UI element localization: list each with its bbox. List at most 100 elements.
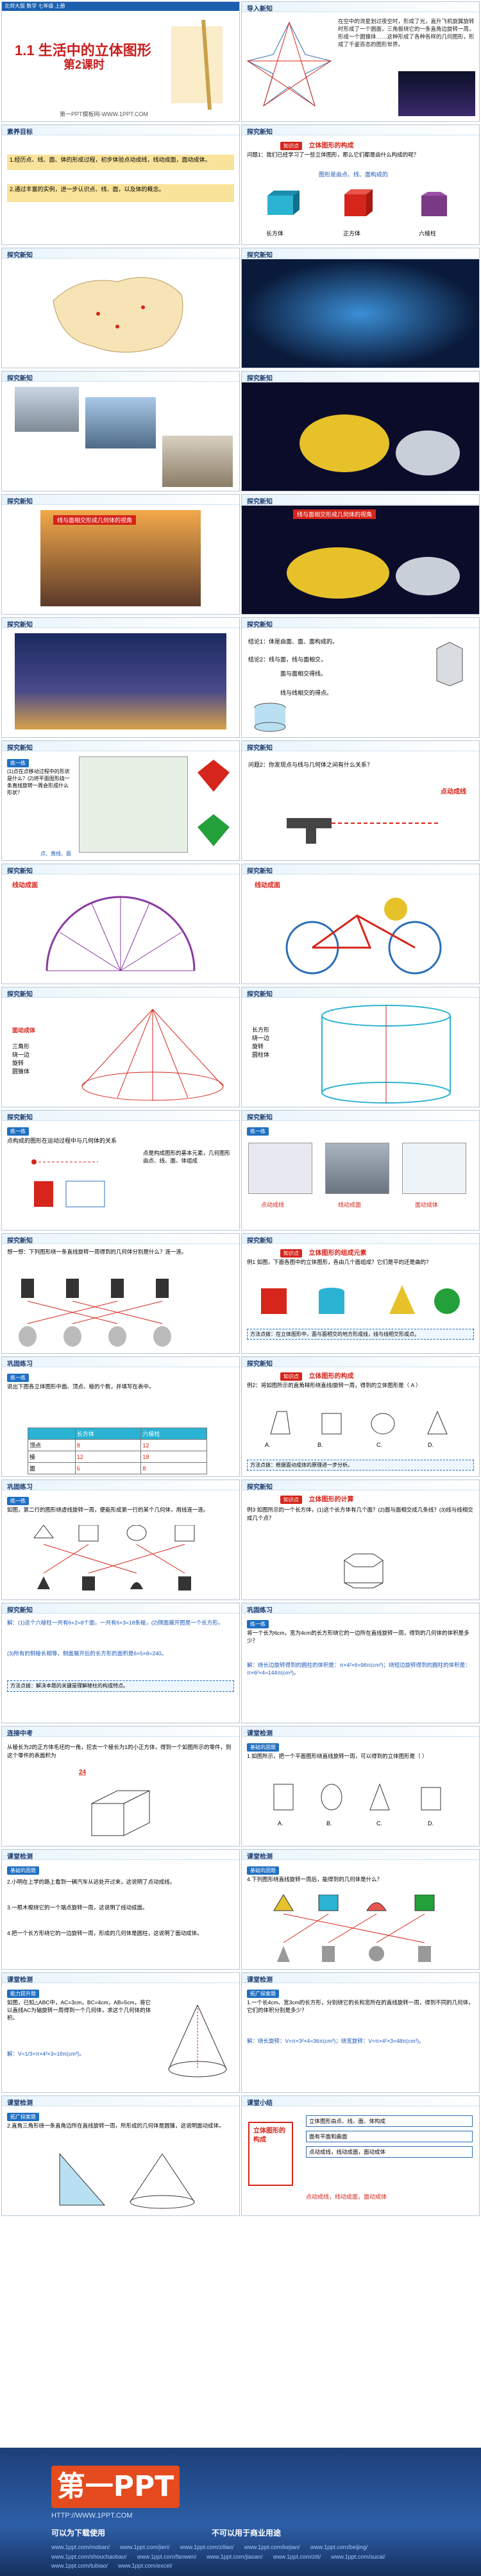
slide-bicycle[interactable]: 探究新知 线动成面: [241, 864, 480, 984]
conclusion-2: 结论2：线与面，线与面相交，: [248, 656, 327, 663]
slide-check-6[interactable]: 课堂检测 拓广探索题 2.直角三角形绕一条直角边所在直线旋转一周，所形成的几何体…: [1, 2095, 240, 2216]
level-tag: 基础巩固题: [247, 1741, 279, 1752]
ppt-url[interactable]: HTTP://WWW.1PPT.COM: [51, 2512, 133, 2520]
option-a[interactable]: A.: [278, 1820, 283, 1827]
slide-teapot-2[interactable]: 探究新知 线与面相交形成几何体的视角: [241, 494, 480, 615]
slide-summary[interactable]: 课堂小结 立体图形的构成 立体图形由点、线、面、体构成 面有平面和曲面 点动成线…: [241, 2095, 480, 2216]
option-b[interactable]: B.: [317, 1442, 323, 1448]
slide-example-1[interactable]: 探究新知 知识点 立体图形的组成元素 例1 如图，下面各图中的立体图形，各由几个…: [241, 1233, 480, 1354]
slide-vase-match[interactable]: 探究新知 想一想：下列图形绕一条直线旋转一周得到的几何体分别是什么？连一连。: [1, 1233, 240, 1354]
slide-cone[interactable]: 探究新知 面动成体 三角形 绕一边 旋转 圆锥体: [1, 987, 240, 1107]
option-b[interactable]: B.: [326, 1820, 332, 1827]
slide-header: 巩固练习: [2, 1480, 239, 1491]
option-shapes: [273, 1783, 441, 1811]
slide-header: 探究新知: [2, 1234, 239, 1245]
slide-check-3[interactable]: 课堂检测 基础巩固题 4.下列图形绕直线旋转一周后，能得到的几何体是什么？: [241, 1849, 480, 1970]
slide-structure[interactable]: 探究新知 知识点 立体图形的构成 问题1：我们已经学习了一些立体图形，那么它们都…: [241, 124, 480, 245]
table-cell: 12: [74, 1451, 142, 1463]
slide-header: 探究新知: [2, 1603, 239, 1614]
slide-map[interactable]: 探究新知: [1, 248, 240, 368]
ppt-link[interactable]: www.1ppt.com/excel/: [118, 2563, 173, 2570]
practice-tag: 练一练: [7, 756, 29, 768]
knowledge-tag: 知识点 立体图形的组成元素: [280, 1247, 366, 1258]
option-d[interactable]: D.: [428, 1820, 434, 1827]
slide-exam-link[interactable]: 连接中考 从棱长为2的正方体毛坯的一角，挖去一个棱长为1的小正方体，得到一个如图…: [1, 1726, 240, 1847]
option-c[interactable]: C.: [376, 1442, 382, 1448]
slide-header-title: 探究新知: [247, 375, 273, 382]
ppt-link[interactable]: www.1ppt.com/sucai/: [331, 2553, 385, 2560]
table-cell: 面: [28, 1462, 76, 1474]
slide-intro[interactable]: 导入新知 在空中的流星划过夜空时，形成了光，直升飞机旋翼旋转时形成了一个圆面，三…: [241, 1, 480, 122]
slide-conclusions[interactable]: 探究新知 结论1：体是由面、面、面构成的。 结论2：线与面，线与面相交， 面与面…: [241, 617, 480, 738]
process-step: 绕一边: [12, 1052, 30, 1058]
tag-label: 知识点: [280, 1249, 302, 1258]
question: (1)点在点移动过程中的形状是什么？(2)将平面图形绕一条直线旋转一周会形成什么…: [7, 769, 70, 796]
ppt-link[interactable]: www.1ppt.com/beijing/: [310, 2544, 368, 2550]
slide-rotation-match[interactable]: 巩固练习 练一练 如图，第二行的图形绕虚线旋转一周，便能形成第一行的某个几何体，…: [1, 1480, 240, 1600]
method-note: 方法点拨：根据面动成体的原理进一步分析。: [247, 1460, 474, 1471]
slide-header-title: 探究新知: [247, 868, 273, 875]
slide-header-title: 巩固练习: [7, 1484, 33, 1491]
ppt-link[interactable]: www.1ppt.com/kejian/: [244, 2544, 300, 2550]
tag-label: 拓广探索题: [247, 1990, 279, 1998]
option-a[interactable]: A.: [265, 1442, 271, 1448]
slide-buildings[interactable]: 探究新知: [1, 371, 240, 491]
ppt-link[interactable]: www.1ppt.com/ziliao/: [180, 2544, 234, 2550]
slide-gun[interactable]: 探究新知 问题2：你发现点与线与几何体之间有什么关系？ 点动成线: [241, 740, 480, 861]
summary-item: 立体图形由点、线、面、体构成: [306, 2115, 473, 2127]
photo-cone: [402, 1143, 466, 1194]
question: 如图，第二行的图形绕虚线旋转一周，便能形成第一行的某个几何体，用线连一连。: [7, 1506, 209, 1513]
shape-label-hexprism: 六棱柱: [419, 230, 437, 237]
slide-example-3[interactable]: 探究新知 知识点 立体图形的计算 例3 如图所示的一个长方体，(1)这个长方体有…: [241, 1480, 480, 1600]
slide-header: 课堂检测: [2, 1850, 239, 1861]
ppt-link[interactable]: www.1ppt.com/tubiao/: [51, 2563, 108, 2570]
tag-label: 练一练: [7, 759, 29, 767]
option-d[interactable]: D.: [428, 1442, 434, 1448]
slide-header-title: 导入新知: [247, 6, 273, 13]
teapot-scene: 线与面相交形成几何体的视角: [242, 506, 479, 614]
photo-wiper: [325, 1143, 389, 1194]
slide-rect-volume[interactable]: 巩固练习 练一练 将一个长为6cm，宽为4cm的长方形绕它的一边所在直线旋转一周…: [241, 1603, 480, 1723]
shape-row: [267, 189, 447, 216]
china-map: [53, 277, 183, 353]
slide-goals[interactable]: 素养目标 1.经历点、线、面、体的形成过程，初步体验点动成线，线动成面，面动成体…: [1, 124, 240, 245]
ppt-link[interactable]: www.1ppt.com/fanwen/: [137, 2553, 197, 2560]
ppt-link[interactable]: www.1ppt.com/jiaoan/: [207, 2553, 263, 2560]
slide-header-title: 探究新知: [247, 745, 273, 752]
slide-fountain[interactable]: 探究新知: [241, 248, 480, 368]
slide-header-title: 探究新知: [7, 745, 33, 752]
option-shapes: [270, 1410, 448, 1435]
slide-fan[interactable]: 探究新知 线动成面: [1, 864, 240, 984]
slide-sunset[interactable]: 探究新知 线与面相交形成几何体的视角: [1, 494, 240, 615]
slide-header-title: 探究新知: [247, 991, 273, 998]
slide-teapot-1[interactable]: 探究新知: [241, 371, 480, 491]
slide-three-photos[interactable]: 探究新知 练一练 点动成线 线动成面 面动成体: [241, 1110, 480, 1231]
slide-practice-map[interactable]: 探究新知 练一练 (1)点在点移动过程中的形状是什么？(2)将平面图形绕一条直线…: [1, 740, 240, 861]
slide-check-4[interactable]: 课堂检测 能力提升题 如图，已知△ABC中，AC=3cm，BC=4cm，AB=5…: [1, 1972, 240, 2093]
slide-header: 探究新知: [242, 1357, 479, 1368]
ppt-link[interactable]: www.1ppt.com/shouchaobao/: [51, 2553, 127, 2560]
slide-header-title: 课堂检测: [7, 1854, 33, 1861]
slide-check-1[interactable]: 课堂检测 基础巩固题 1.如图所示，把一个平面图形绕直线旋转一周，可以得到的立体…: [241, 1726, 480, 1847]
fan-illustration: [46, 896, 196, 971]
ppt-link[interactable]: www.1ppt.com/ziti/: [273, 2553, 321, 2560]
slide-check-5[interactable]: 课堂检测 拓广探索题 1.一个长4cm、宽3cm的长方形，分别绕它的长和宽所在的…: [241, 1972, 480, 2093]
table-cell: 12: [140, 1439, 207, 1451]
slide-cover[interactable]: 北师大版 数学 七年级 上册 1.1 生活中的立体图形 第2课时 第一PPT模板…: [1, 1, 240, 122]
slide-table-practice[interactable]: 巩固练习 练一练 说出下图各立体图形中面、顶点、棱的个数，并填写在表中。 长方体…: [1, 1356, 240, 1477]
option-c[interactable]: C.: [376, 1820, 382, 1827]
slide-example-2[interactable]: 探究新知 知识点 立体图形的构成 例2：将如图所示的直角梯形绕直线l旋转一周，得…: [241, 1356, 480, 1477]
slide-solution-3[interactable]: 探究新知 解：(1)这个六棱柱一共有6+2=8个面，一共有6×3=18条棱，(2…: [1, 1603, 240, 1723]
ppt-link[interactable]: www.1ppt.com/jieri/: [120, 2544, 170, 2550]
slide-header: 巩固练习: [2, 1357, 239, 1368]
slide-pyramid[interactable]: 探究新知: [1, 617, 240, 738]
level-tag: 基础巩固题: [247, 1864, 279, 1875]
slide-cylinder[interactable]: 探究新知 长方形 绕一边 旋转 圆柱体: [241, 987, 480, 1107]
photo-meteor: [248, 1143, 312, 1194]
tag-title: 立体图形的构成: [308, 1373, 354, 1380]
slide-check-2[interactable]: 课堂检测 基础巩固题 2.小明在上学的路上看到一辆汽车从远处开过来，这说明了点动…: [1, 1849, 240, 1970]
slide-point-relation[interactable]: 探究新知 练一练 点构成的图形在运动过程中与几何体的关系 点是构成图形的基本元素…: [1, 1110, 240, 1231]
ppt-link[interactable]: www.1ppt.com/moban/: [51, 2544, 110, 2550]
level-tag: 拓广探索题: [247, 1987, 279, 1999]
